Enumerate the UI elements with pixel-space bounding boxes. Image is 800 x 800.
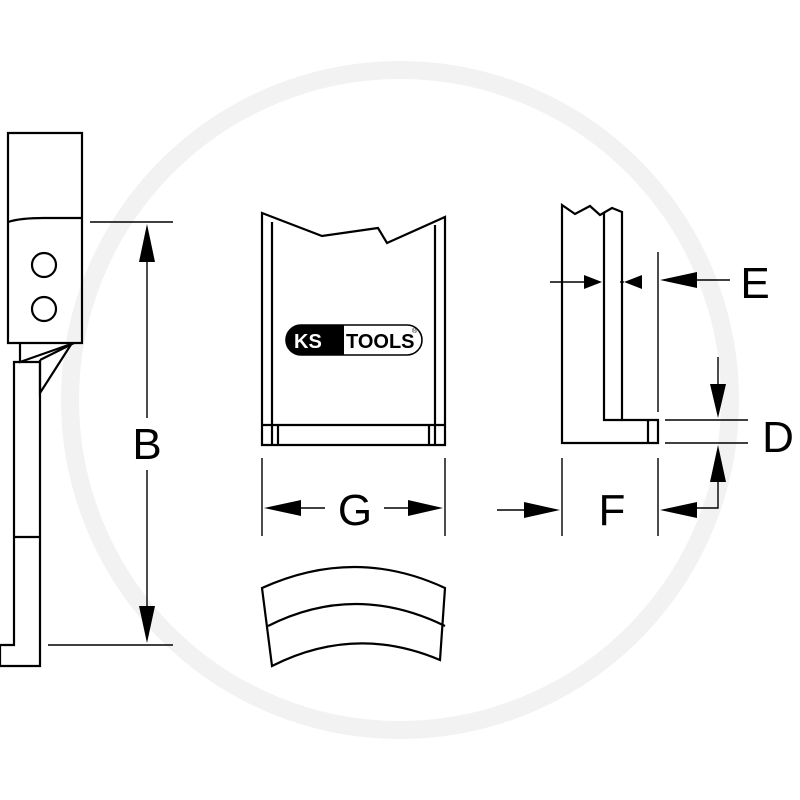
ks-tools-logo: KS TOOLS ® xyxy=(285,324,423,356)
section-view: E D F xyxy=(497,202,794,536)
side-view: B xyxy=(0,131,173,668)
front-view: KS TOOLS ® G xyxy=(260,211,447,536)
top-view xyxy=(260,565,447,668)
watermark-circle xyxy=(61,61,739,739)
logo-tools-text: TOOLS xyxy=(346,331,415,353)
hole-icon xyxy=(30,295,58,323)
logo-ks-text: KS xyxy=(294,331,322,353)
dim-label-b: B xyxy=(132,420,161,469)
logo-registered-mark: ® xyxy=(412,327,418,335)
dim-label-f: F xyxy=(599,486,626,535)
dim-label-g: G xyxy=(338,486,372,535)
hole-icon xyxy=(30,251,58,279)
dim-label-e: E xyxy=(740,259,769,308)
dim-label-d: D xyxy=(762,413,794,462)
